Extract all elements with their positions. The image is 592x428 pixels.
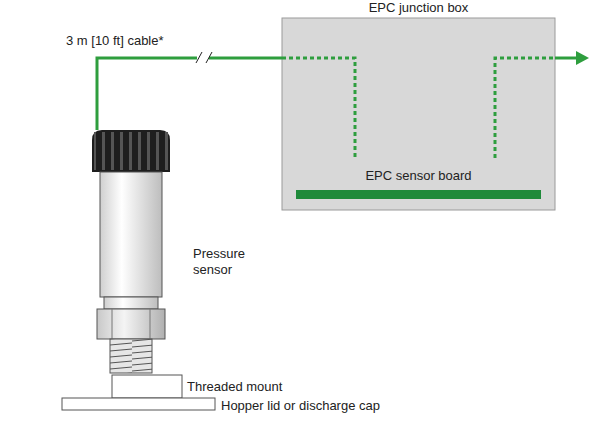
pressure-sensor [92, 130, 170, 373]
internal-wire [495, 58, 555, 158]
part-label: Pressure sensor [193, 246, 265, 277]
cable-label: 3 m [10 ft] cable* [66, 33, 164, 49]
part-label: Threaded mount [187, 379, 282, 395]
sensor-board: EPC sensor board [296, 168, 541, 208]
output-arrowhead [576, 51, 589, 65]
junction-box-ground [282, 18, 555, 210]
part-label: Hopper lid or discharge cap [221, 398, 380, 414]
junction-box: EPC junction boxEPC sensor board [282, 18, 555, 210]
threaded-mount [112, 375, 182, 398]
internal-wire [282, 58, 355, 158]
output-cable [555, 57, 579, 60]
cable [97, 58, 282, 130]
sensor-board-bar [296, 190, 541, 199]
cable-break-mark [196, 52, 212, 63]
box-title: EPC junction box [369, 0, 469, 16]
hopper-lid [62, 398, 215, 410]
board-label: EPC sensor board [365, 168, 471, 184]
